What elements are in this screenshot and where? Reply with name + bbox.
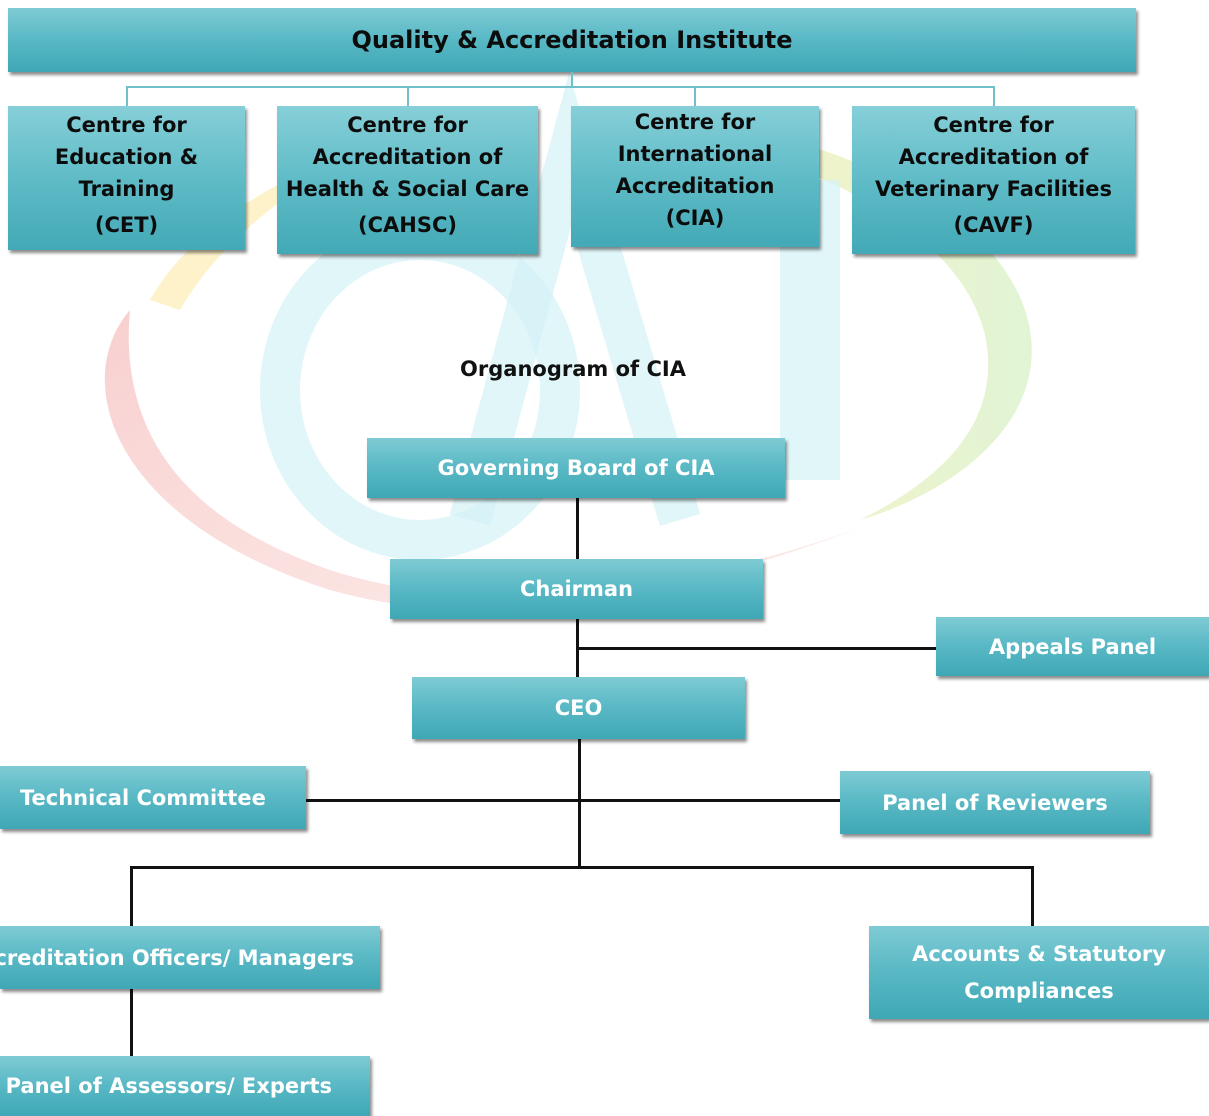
- chairman-label: Chairman: [519, 577, 634, 601]
- centre-cahsc-box: Centre for Accreditation of Health & Soc…: [277, 106, 538, 254]
- centre-cahsc-abbr: (CAHSC): [358, 213, 457, 237]
- centre-cet-name: Centre for Education & Training: [54, 113, 199, 201]
- centre-cet-abbr: (CET): [94, 213, 159, 237]
- centres-connector-bar: [126, 86, 994, 88]
- appeals-panel-box: Appeals Panel: [936, 617, 1209, 676]
- centre-connector-cavf: [993, 86, 995, 106]
- appeals-panel-label: Appeals Panel: [988, 634, 1157, 659]
- officers-assessors-connector: [130, 989, 133, 1056]
- centre-connector-cahsc: [407, 86, 409, 106]
- bottom-branch-connector: [130, 866, 1034, 869]
- centre-connector-cet: [126, 86, 128, 106]
- ceo-down-connector: [578, 739, 581, 868]
- chairman-box: Chairman: [390, 559, 763, 619]
- accounts-drop-connector: [1031, 866, 1034, 926]
- panel-of-reviewers-label: Panel of Reviewers: [882, 790, 1108, 815]
- panel-of-assessors-box: Panel of Assessors/ Experts: [0, 1056, 370, 1116]
- centre-cet-box: Centre for Education & Training (CET): [8, 106, 245, 250]
- governing-board-box: Governing Board of CIA: [367, 438, 785, 498]
- institute-box: Quality & Accreditation Institute: [8, 8, 1136, 72]
- committee-reviewers-connector: [306, 799, 841, 802]
- appeals-connector: [576, 647, 937, 650]
- organogram-title: Organogram of CIA: [460, 357, 686, 381]
- centre-cavf-abbr: (CAVF): [953, 213, 1034, 237]
- technical-committee-box: Technical Committee: [0, 766, 306, 829]
- accreditation-officers-label: Accreditation Officers/ Managers: [0, 945, 354, 970]
- panel-of-reviewers-box: Panel of Reviewers: [840, 771, 1150, 834]
- accounts-box: Accounts & Statutory Compliances: [869, 926, 1209, 1019]
- accounts-label: Accounts & Statutory Compliances: [912, 941, 1166, 1003]
- centre-cia-name: Centre for International Accreditation: [615, 110, 775, 198]
- centre-cia-box: Centre for International Accreditation (…: [571, 106, 819, 247]
- centre-connector-cia: [694, 86, 696, 106]
- governing-board-label: Governing Board of CIA: [437, 456, 715, 480]
- centre-cia-abbr: (CIA): [665, 206, 725, 230]
- technical-committee-label: Technical Committee: [20, 785, 266, 810]
- officers-drop-connector: [130, 866, 133, 926]
- institute-title: Quality & Accreditation Institute: [351, 26, 793, 54]
- centre-cahsc-name: Centre for Accreditation of Health & Soc…: [285, 113, 530, 201]
- institute-connector-stem: [571, 72, 573, 86]
- centre-cavf-box: Centre for Accreditation of Veterinary F…: [852, 106, 1135, 254]
- ceo-box: CEO: [412, 677, 745, 739]
- ceo-label: CEO: [554, 696, 603, 720]
- board-chairman-connector: [576, 498, 579, 560]
- panel-of-assessors-label: Panel of Assessors/ Experts: [5, 1074, 332, 1098]
- accreditation-officers-box: Accreditation Officers/ Managers: [0, 926, 380, 989]
- centre-cavf-name: Centre for Accreditation of Veterinary F…: [875, 113, 1112, 201]
